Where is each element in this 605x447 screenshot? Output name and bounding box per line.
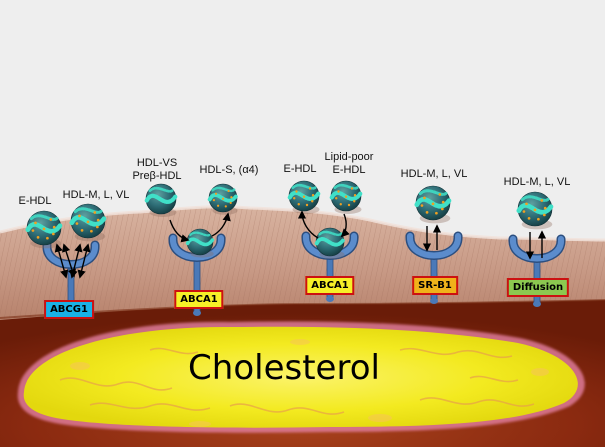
hdl-particle-hdl-mlvl-2: [414, 185, 452, 224]
transport-arrows: [54, 210, 547, 279]
label-lipid-poor-e-hdl: Lipid-poor E-HDL: [325, 151, 374, 177]
hdl-particle-e-hdl-1: [25, 210, 63, 249]
tag-sr-b1: SR-B1: [412, 276, 458, 295]
tag-abca1-1: ABCA1: [174, 290, 224, 309]
tag-abcg1: ABCG1: [44, 300, 94, 319]
hdl-particle-hdl-vs: [144, 183, 178, 217]
label-hdl-mlvl-3: HDL-M, L, VL: [503, 176, 571, 188]
label-e-hdl-2: E-HDL: [283, 163, 317, 175]
cholesterol-label: Cholesterol: [188, 348, 380, 388]
arrow-abca1-2-out: [297, 210, 319, 239]
label-lipid-poor-line1: Lipid-poor: [324, 151, 374, 163]
hdl-particle-e-hdl-2: [287, 180, 321, 214]
cholesterol-pool: [17, 321, 585, 433]
label-lipid-poor-line2: E-HDL: [332, 164, 366, 176]
hdl-particle-abca1-bound-2: [314, 227, 346, 259]
hdl-particle-hdl-mlvl-3: [516, 191, 554, 230]
label-hdl-mlvl-1: HDL-M, L, VL: [62, 189, 130, 201]
tag-diffusion: Diffusion: [506, 278, 570, 297]
label-hdl-mlvl-2: HDL-M, L, VL: [400, 168, 468, 180]
arrow-abca1-2-in: [340, 213, 350, 238]
hdl-particle-hdl-mlvl-1: [69, 203, 107, 242]
hdl-particle-lipid-poor: [329, 180, 363, 214]
arrow-abca1-1-out: [211, 212, 231, 237]
label-hdl-s-a4: HDL-S, (α4): [199, 164, 259, 176]
label-hdl-vs-line2: Preβ-HDL: [132, 170, 182, 182]
hdl-particles: [25, 180, 554, 259]
arrow-abcg1-4: [77, 243, 91, 279]
receptor-abca1-1: [168, 233, 226, 316]
label-e-hdl-1: E-HDL: [18, 195, 52, 207]
hdl-particle-hdl-s: [207, 183, 239, 215]
label-hdl-vs: HDL-VS Preβ-HDL: [132, 157, 181, 183]
hdl-particle-abca1-bound-1: [185, 228, 215, 258]
label-hdl-vs-line1: HDL-VS: [136, 157, 178, 169]
tag-abca1-2: ABCA1: [305, 276, 355, 295]
arrow-abca1-1-in: [169, 219, 190, 243]
